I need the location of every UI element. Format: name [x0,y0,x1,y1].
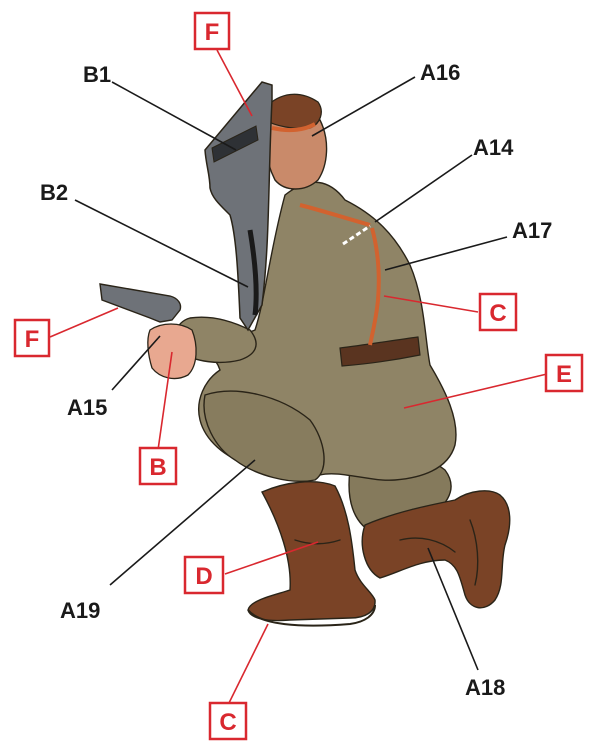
callout-a18: A18 [465,675,505,700]
svg-text:B: B [149,454,166,481]
color-code-b: B [140,448,176,484]
svg-text:F: F [205,19,220,46]
callout-b2: B2 [40,180,68,205]
head-shield [205,82,272,330]
svg-text:F: F [25,326,40,353]
callout-b1: B1 [83,62,111,87]
callout-a16: A16 [420,60,460,85]
callout-a19: A19 [60,598,100,623]
callout-a14: A14 [473,135,514,160]
callout-a17: A17 [512,218,552,243]
callout-a15: A15 [67,395,107,420]
color-code-d: D [185,557,223,593]
svg-text:E: E [556,361,572,388]
svg-text:C: C [489,300,506,327]
color-code-e: E [546,355,582,391]
svg-text:C: C [219,709,236,736]
color-code-c-right: C [480,294,516,330]
hand [148,324,196,379]
kneeling-soldier-illustration [100,82,510,626]
color-code-c-bottom: C [210,703,246,739]
color-code-f-top: F [195,13,229,49]
svg-text:D: D [195,563,212,590]
pistol [100,284,181,322]
color-code-f-left: F [15,320,49,356]
